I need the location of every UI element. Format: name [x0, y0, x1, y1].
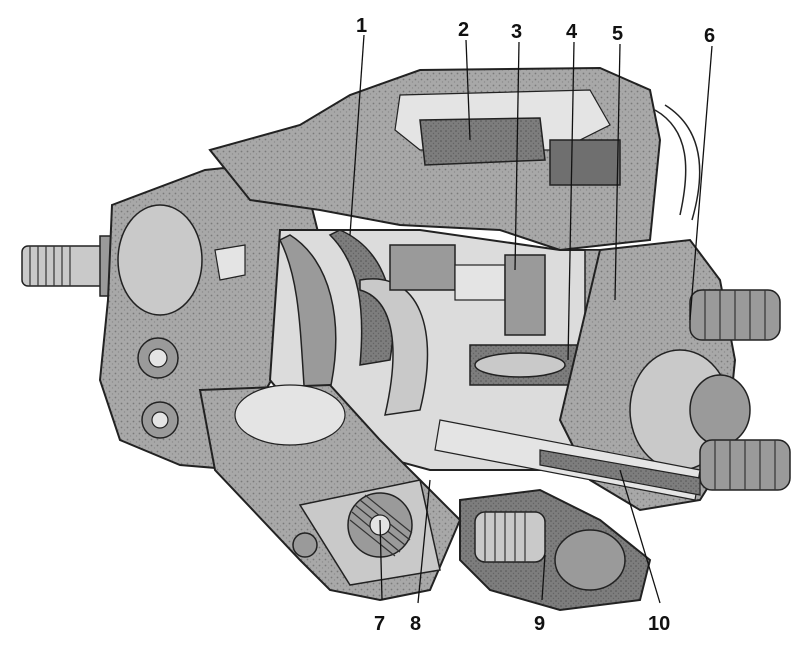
delivery-valve-fitting-upper [689, 289, 781, 341]
callout-4: 4 [566, 21, 578, 43]
leader-line-7 [379, 519, 383, 601]
leader-line-9 [541, 554, 546, 601]
delivery-valve-fitting-lower [699, 439, 791, 491]
leader-line-3 [514, 41, 520, 271]
callout-2: 2 [458, 19, 469, 41]
callout-9: 9 [534, 613, 545, 635]
callout-7: 7 [374, 613, 385, 635]
callout-10: 10 [648, 613, 670, 635]
callout-3: 3 [511, 21, 522, 43]
leader-line-1 [349, 34, 365, 236]
callout-6: 6 [704, 25, 715, 47]
leader-line-5 [614, 43, 621, 301]
leader-line-2 [465, 39, 471, 141]
leader-line-10 [619, 469, 661, 604]
leader-lines [349, 34, 713, 604]
pump-illustration [21, 66, 791, 612]
callout-8: 8 [410, 613, 421, 635]
leader-line-8 [417, 479, 431, 604]
leader-line-4 [567, 41, 575, 361]
callout-labels: 1 2 3 4 5 6 7 8 9 10 [356, 15, 715, 635]
callout-1: 1 [356, 15, 367, 37]
leader-line-6 [689, 45, 713, 321]
callout-5: 5 [612, 23, 623, 45]
